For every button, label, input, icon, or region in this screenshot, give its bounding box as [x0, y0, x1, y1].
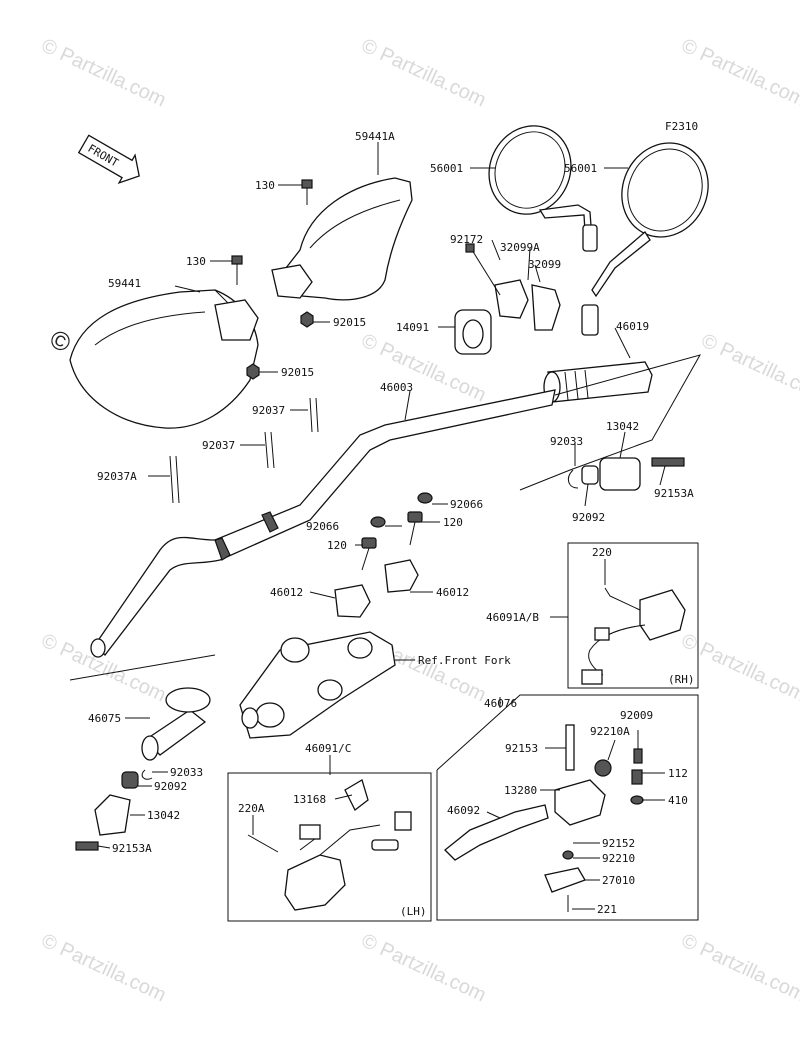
label-92033: 92033 [550, 435, 583, 448]
label-92015: 92015 [333, 316, 366, 329]
label-92015: 92015 [281, 366, 314, 379]
label-92066: 92066 [306, 520, 339, 533]
label-13280: 13280 [504, 784, 537, 797]
label-92153A: 92153A [112, 842, 152, 855]
watermark: © Partzilla.com [358, 35, 489, 112]
label-46091-C: 46091/C [305, 742, 351, 755]
label-92210A: 92210A [590, 725, 630, 738]
left-end-parts [69, 654, 216, 851]
label-32099: 32099 [528, 258, 561, 271]
label-92066: 92066 [450, 498, 483, 511]
label-92210: 92210 [602, 852, 635, 865]
label-92033: 92033 [170, 766, 203, 779]
label-92037A: 92037A [97, 470, 137, 483]
bolt-130-a [301, 179, 313, 205]
front-arrow: FRONT [77, 134, 140, 185]
label-92037: 92037 [252, 404, 285, 417]
label-59441: 59441 [108, 277, 141, 290]
watermark: © Partzilla.com [38, 35, 169, 112]
lh-switch-box: (LH) [227, 772, 432, 922]
label-92172: 92172 [450, 233, 483, 246]
label-92092: 92092 [572, 511, 605, 524]
bolt-130-b [231, 255, 243, 285]
label-13042: 13042 [147, 809, 180, 822]
label-46092: 46092 [447, 804, 480, 817]
label-46012: 46012 [270, 586, 303, 599]
label-220: 220 [592, 546, 612, 559]
watermark: © Partzilla.com [678, 930, 800, 1007]
label-130: 130 [255, 179, 275, 192]
figure-code: F2310 [665, 120, 698, 133]
mirror-left [488, 125, 598, 252]
label-56001: 56001 [430, 162, 463, 175]
handlebar [90, 389, 556, 658]
label-92153A: 92153A [654, 487, 694, 500]
label-56001: 56001 [564, 162, 597, 175]
nut-92015-a [300, 311, 314, 328]
lh-tag: (LH) [400, 905, 427, 918]
label-46091A-B: 46091A/B [486, 611, 539, 624]
watermark: © Partzilla.com [38, 930, 169, 1007]
label-92037: 92037 [202, 439, 235, 452]
throttle-housing [454, 243, 561, 355]
label-92009: 92009 [620, 709, 653, 722]
rh-tag: (RH) [668, 673, 695, 686]
label-46003: 46003 [380, 381, 413, 394]
label-221: 221 [597, 903, 617, 916]
label-46012: 46012 [436, 586, 469, 599]
label-130: 130 [186, 255, 206, 268]
watermark: © Partzilla.com [358, 930, 489, 1007]
label-92153: 92153 [505, 742, 538, 755]
grip-right [543, 361, 653, 403]
triple-clamp [239, 631, 396, 739]
label-410: 410 [668, 794, 688, 807]
label-59441A: 59441A [355, 130, 395, 143]
leader-lines [97, 142, 666, 910]
right-end-parts [519, 354, 702, 491]
mirror-right [581, 142, 709, 336]
label-112: 112 [668, 767, 688, 780]
label-13168: 13168 [293, 793, 326, 806]
label-14091: 14091 [396, 321, 429, 334]
label-46076: 46076 [484, 697, 517, 710]
label-ref-front-fork: Ref.Front Fork [418, 654, 511, 667]
label-46019: 46019 [616, 320, 649, 333]
watermark: © Partzilla.com [678, 35, 800, 112]
rh-switch-box: (RH) [567, 542, 699, 689]
label-120: 120 [327, 539, 347, 552]
handguard-left [69, 289, 259, 429]
label-92092: 92092 [154, 780, 187, 793]
label-27010: 27010 [602, 874, 635, 887]
label-32099A: 32099A [500, 241, 540, 254]
label-220A: 220A [238, 802, 265, 815]
label-13042: 13042 [606, 420, 639, 433]
handguard-right [271, 177, 413, 301]
nut-92015-b [246, 363, 260, 380]
watermark: © Partzilla.com [698, 330, 800, 407]
label-92152: 92152 [602, 837, 635, 850]
part-labels: 59441A 130 130 59441 92015 92015 56001 5… [88, 130, 694, 916]
clamp-parts [334, 492, 433, 618]
clips-92037 [169, 397, 319, 504]
front-arrow-shape [77, 134, 140, 185]
label-120: 120 [443, 516, 463, 529]
label-46075: 46075 [88, 712, 121, 725]
